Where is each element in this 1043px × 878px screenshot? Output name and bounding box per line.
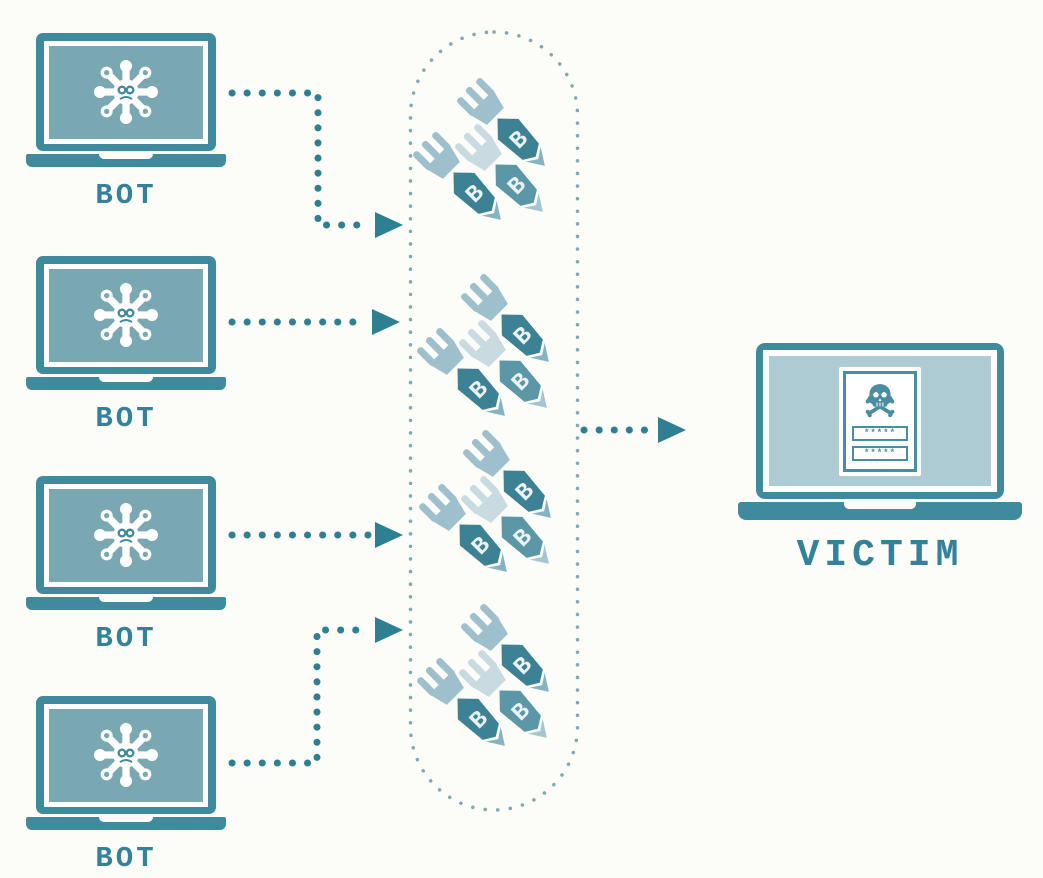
- laptop-base: [738, 502, 1022, 520]
- laptop-frame: [36, 476, 216, 594]
- bomb-icon-faded: B: [456, 471, 565, 580]
- bomb-icon: B: [412, 653, 521, 762]
- bomb-cluster-2: B B B: [415, 272, 594, 446]
- laptop-frame: [36, 33, 216, 151]
- bot-label: BOT: [95, 402, 157, 435]
- laptop-base: [26, 817, 226, 830]
- bot2-arrow-head-icon: [372, 309, 400, 335]
- laptop-screen: ***** *****: [763, 350, 997, 492]
- bot1-arrow-head-icon: [375, 212, 403, 238]
- bomb-icon: B: [456, 599, 565, 708]
- bot1-dotted-arrow: [228, 89, 372, 229]
- bomb-icon: B: [408, 127, 517, 236]
- password-field-2: *****: [852, 445, 908, 461]
- laptop-base: [26, 597, 226, 610]
- bomb-icon: B: [458, 425, 567, 534]
- bot-label: BOT: [95, 179, 157, 212]
- laptop-frame: ***** *****: [756, 343, 1004, 499]
- bomb-icon: B: [456, 269, 565, 378]
- laptop-screen: [44, 703, 208, 807]
- bot4-arrow-head-icon: [375, 617, 403, 643]
- laptop-screen: [44, 263, 208, 367]
- bot-laptop-3: BOT: [26, 476, 226, 655]
- bot-laptop-2: BOT: [26, 256, 226, 435]
- bot-laptop-1: BOT: [26, 33, 226, 212]
- skull-crossbones-icon: [863, 381, 897, 419]
- laptop-screen: [44, 483, 208, 587]
- victim-label: VICTIM: [796, 534, 964, 577]
- bomb-cluster-4: B B B: [415, 602, 594, 776]
- bomb-cluster-1: B B B: [411, 76, 590, 250]
- bomb-icon-faded: B: [450, 119, 559, 228]
- bomb-icon: B: [452, 73, 561, 182]
- bot3-arrow-head-icon: [375, 522, 403, 548]
- bomb-icon-faded: B: [454, 645, 563, 754]
- bot-laptop-4: BOT: [26, 696, 226, 875]
- bomb-icon-faded: B: [454, 315, 563, 424]
- victim-laptop: ***** ***** VICTIM: [738, 343, 1022, 577]
- laptop-base: [26, 154, 226, 167]
- bomb-icon: B: [412, 323, 521, 432]
- bomb-cluster-3: B B B: [417, 428, 596, 602]
- virus-malware-icon: [86, 52, 166, 132]
- bot-label: BOT: [95, 842, 157, 875]
- virus-malware-icon: [86, 275, 166, 355]
- laptop-base: [26, 377, 226, 390]
- laptop-frame: [36, 696, 216, 814]
- password-field-1: *****: [852, 425, 908, 441]
- laptop-screen: [44, 40, 208, 144]
- virus-malware-icon: [86, 495, 166, 575]
- hacked-login-card: ***** *****: [839, 366, 921, 476]
- laptop-frame: [36, 256, 216, 374]
- virus-malware-icon: [86, 715, 166, 795]
- bot4-dotted-arrow: [228, 626, 372, 767]
- victim-arrow-head-icon: [658, 417, 686, 443]
- bot-label: BOT: [95, 622, 157, 655]
- bomb-icon: B: [414, 479, 523, 588]
